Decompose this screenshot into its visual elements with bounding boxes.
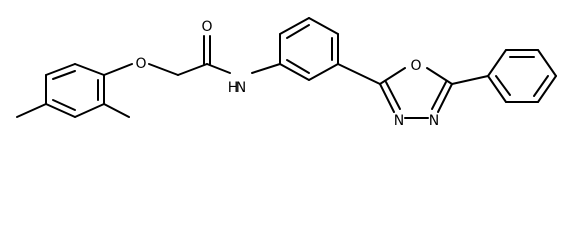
bond	[279, 63, 310, 81]
bond-inner	[52, 99, 76, 111]
ring-oxygen-label: O	[410, 58, 421, 74]
bond-methyl	[103, 103, 130, 118]
bond	[308, 17, 339, 35]
bond-inner	[286, 59, 310, 74]
amide-hydrogen-label: H	[228, 80, 239, 96]
bond-double	[385, 81, 401, 110]
bond	[337, 63, 381, 85]
bond	[379, 67, 406, 85]
bond	[487, 75, 507, 103]
bond-double	[431, 81, 447, 110]
bond-inner	[52, 70, 76, 80]
bond	[103, 63, 133, 76]
bond	[177, 63, 208, 76]
structure-diagram: O O N H O N N	[16, 17, 557, 129]
bond-inner	[495, 75, 511, 96]
bond	[251, 63, 281, 74]
bond	[45, 63, 76, 76]
bond-double	[379, 83, 395, 113]
bond	[206, 63, 231, 74]
bond	[451, 75, 489, 85]
bond	[45, 103, 76, 118]
bond	[426, 67, 453, 85]
bond	[487, 49, 507, 77]
ring-nitrogen-left-label: N	[394, 113, 404, 129]
bond-inner	[286, 24, 310, 39]
bond	[279, 17, 310, 35]
bond	[74, 103, 105, 118]
bond	[74, 63, 105, 76]
bond-lines	[16, 17, 557, 119]
carbonyl-oxygen-label: O	[201, 19, 212, 35]
atom-labels: O O N H O N N	[135, 19, 439, 129]
bond	[537, 49, 557, 77]
bond	[148, 63, 179, 76]
bond-methyl	[16, 103, 47, 118]
amide-nitrogen-label: N	[236, 80, 246, 96]
bond-inner	[533, 75, 549, 97]
ring-nitrogen-right-label: N	[429, 113, 439, 129]
bond	[537, 75, 557, 103]
bond	[308, 63, 339, 81]
bond-double	[437, 83, 453, 113]
ether-oxygen-label: O	[135, 56, 146, 72]
